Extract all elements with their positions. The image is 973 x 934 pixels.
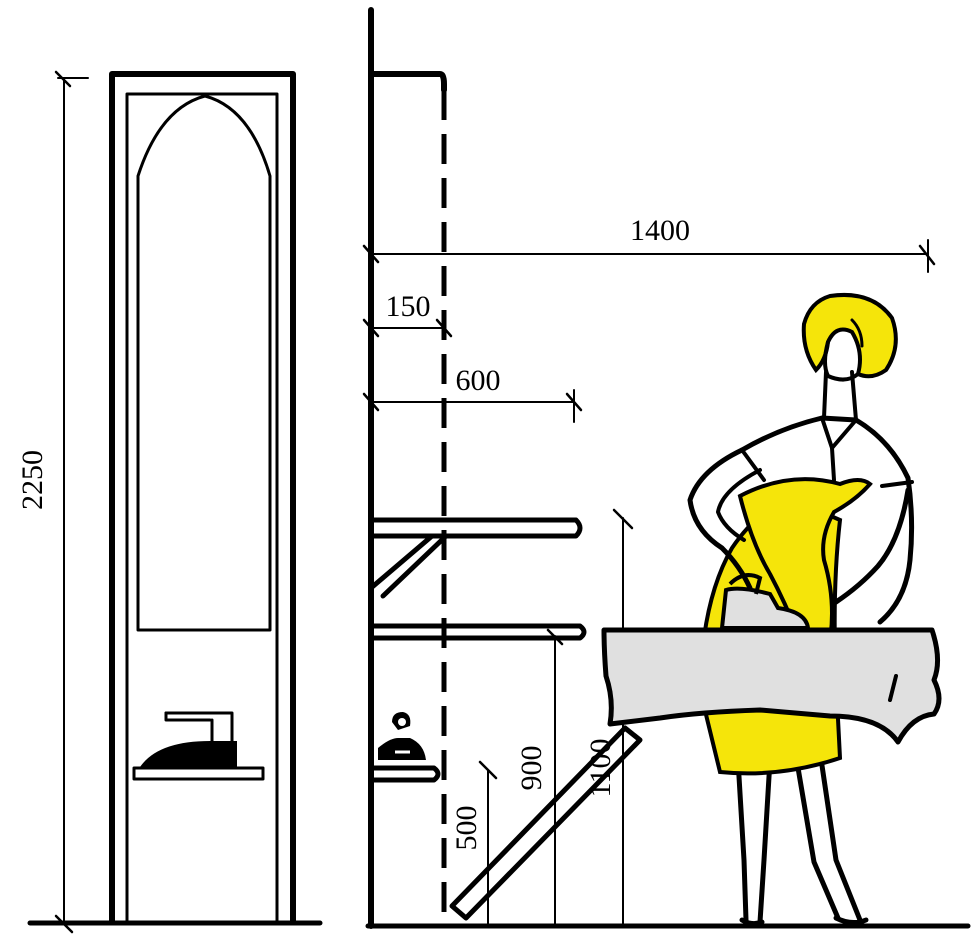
iron-side-icon <box>378 712 426 760</box>
dimension-1400: 1400 <box>362 214 936 273</box>
cabinet-side-section <box>368 7 643 929</box>
dimension-2250: 2250 <box>16 70 89 934</box>
dimension-500: 500 <box>450 760 498 925</box>
dimension-label-1100: 1100 <box>584 739 617 798</box>
dimension-600: 600 <box>362 364 583 423</box>
dimension-label-900: 900 <box>515 746 548 791</box>
dimension-900: 900 <box>515 628 564 925</box>
person-ironing <box>687 293 915 927</box>
iron-icon <box>139 711 237 767</box>
dimension-150: 150 <box>362 290 453 338</box>
dimension-label-1400: 1400 <box>630 214 690 247</box>
cabinet-front-elevation <box>109 71 296 925</box>
hair <box>801 293 898 379</box>
dimension-label-150: 150 <box>386 290 431 323</box>
dimension-label-500: 500 <box>450 806 483 851</box>
dimension-label-2250: 2250 <box>16 450 49 510</box>
ironing-board <box>601 627 942 745</box>
dimension-label-600: 600 <box>456 364 501 397</box>
